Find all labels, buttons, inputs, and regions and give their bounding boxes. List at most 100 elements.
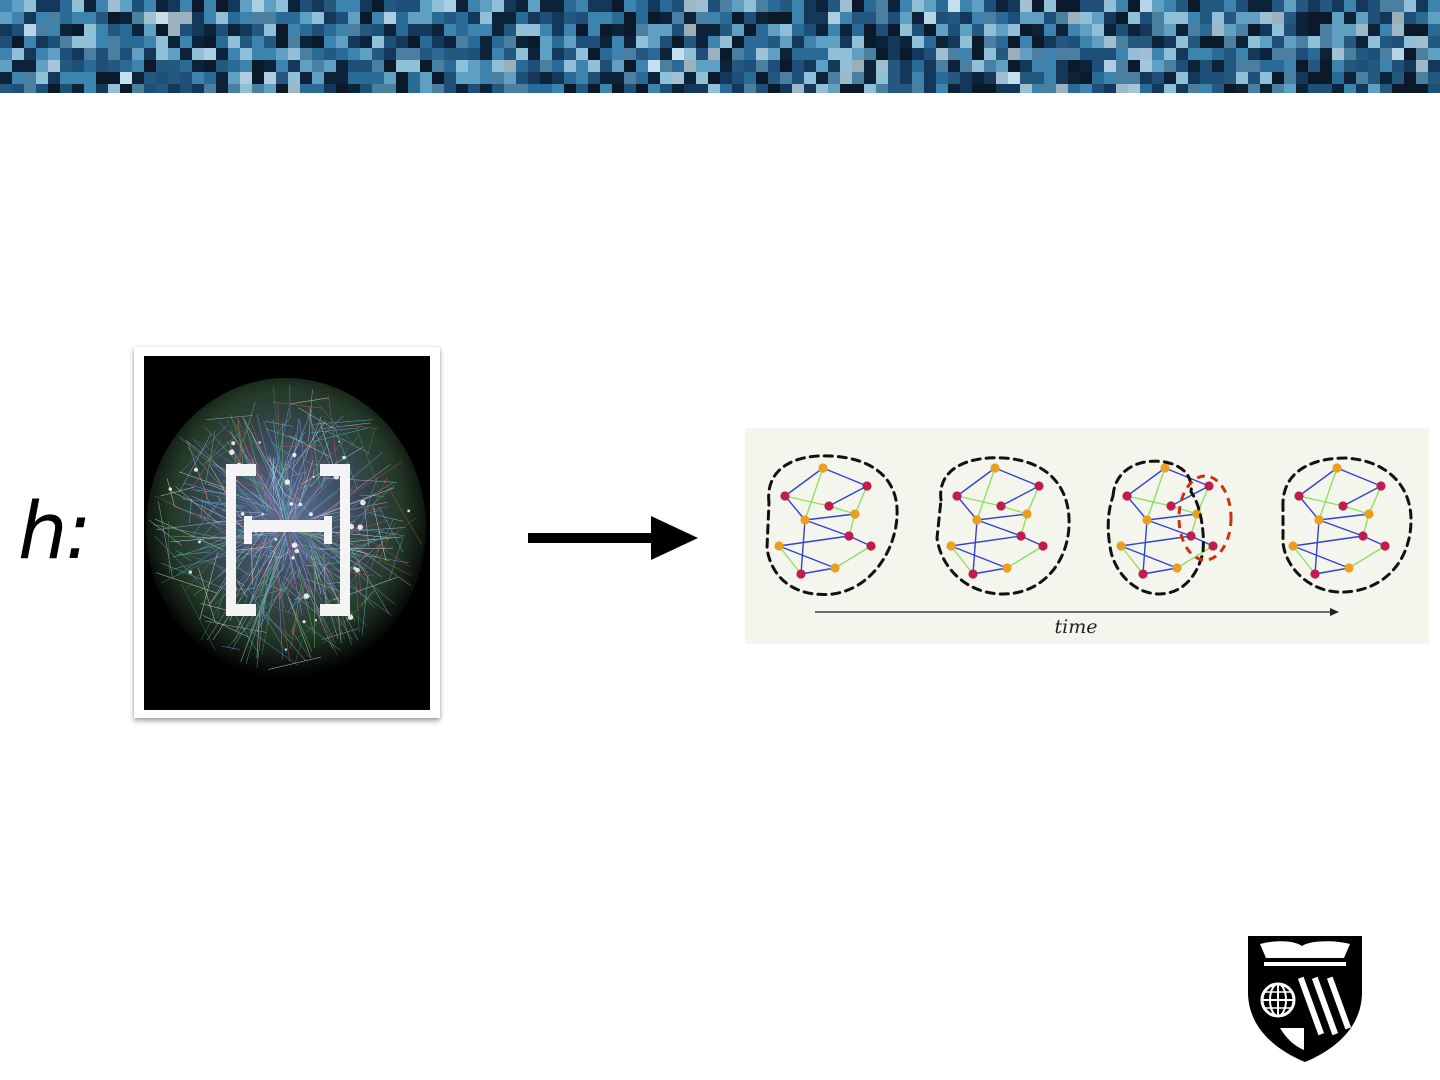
banner-tile <box>852 72 864 84</box>
banner-tile <box>372 0 384 12</box>
banner-highlight <box>1416 60 1428 72</box>
banner-highlight <box>1140 48 1152 60</box>
banner-tile <box>276 0 288 12</box>
banner-tile <box>840 48 852 60</box>
banner-tile <box>1044 72 1056 84</box>
network-hub <box>304 593 310 599</box>
banner-tile <box>720 72 732 84</box>
banner-tile <box>360 12 372 24</box>
banner-tile <box>300 24 312 36</box>
banner-tile <box>48 12 60 24</box>
banner-highlight <box>852 60 864 72</box>
banner-highlight <box>696 0 708 12</box>
banner-tile <box>180 36 192 48</box>
banner-highlight <box>384 12 396 24</box>
banner-tile <box>396 72 408 84</box>
banner-tile <box>900 0 912 12</box>
banner-tile <box>1164 24 1176 36</box>
banner-tile <box>1032 60 1044 72</box>
banner-tile <box>876 84 888 93</box>
banner-tile <box>744 72 756 84</box>
banner-tile <box>768 36 780 48</box>
banner-tile <box>1416 0 1428 12</box>
banner-tile <box>1212 48 1224 60</box>
banner-tile <box>312 12 324 24</box>
banner-tile <box>372 60 384 72</box>
banner-highlight <box>156 12 168 24</box>
banner-tile <box>480 24 492 36</box>
banner-tile <box>1308 72 1320 84</box>
banner-tile <box>168 84 180 93</box>
banner-tile <box>1296 60 1308 72</box>
banner-tile <box>744 36 756 48</box>
banner-tile <box>180 24 192 36</box>
banner-tile <box>948 72 960 84</box>
banner-tile <box>1008 12 1020 24</box>
banner-tile <box>252 12 264 24</box>
banner-tile <box>252 60 264 72</box>
banner-tile <box>1248 72 1260 84</box>
banner-tile <box>936 84 948 93</box>
banner-tile <box>600 48 612 60</box>
banner-tile <box>768 12 780 24</box>
banner-tile <box>1224 48 1236 60</box>
banner-tile <box>984 48 996 60</box>
banner-tile <box>900 12 912 24</box>
banner-highlight <box>1392 12 1404 24</box>
banner-tile <box>420 12 432 24</box>
banner-tile <box>1392 0 1404 12</box>
banner-tile <box>948 84 960 93</box>
banner-tile <box>1236 60 1248 72</box>
banner-tile <box>744 60 756 72</box>
banner-tile <box>384 24 396 36</box>
banner-tile <box>252 84 264 93</box>
banner-tile <box>1236 84 1248 93</box>
banner-tile <box>912 48 924 60</box>
community-node <box>1166 501 1175 510</box>
banner-highlight <box>252 0 264 12</box>
network-hub <box>291 556 294 559</box>
banner-tile <box>300 84 312 93</box>
banner-tile <box>1092 84 1104 93</box>
banner-tile <box>564 24 576 36</box>
banner-tile <box>948 12 960 24</box>
banner-tile <box>516 24 528 36</box>
community-dynamics-diagram <box>745 428 1429 644</box>
banner-tile <box>1272 24 1284 36</box>
banner-tile <box>336 84 348 93</box>
banner-tile <box>1368 48 1380 60</box>
banner-tile <box>1272 84 1284 93</box>
banner-tile <box>312 84 324 93</box>
banner-highlight <box>948 0 960 12</box>
banner-tile <box>120 24 132 36</box>
banner-tile <box>552 12 564 24</box>
banner-tile <box>288 36 300 48</box>
banner-tile <box>588 24 600 36</box>
banner-tile <box>72 24 84 36</box>
banner-tile <box>96 72 108 84</box>
banner-tile <box>636 84 648 93</box>
banner-tile <box>744 84 756 93</box>
banner-tile <box>204 60 216 72</box>
banner-tile <box>240 12 252 24</box>
banner-tile <box>696 72 708 84</box>
banner-tile <box>1284 24 1296 36</box>
banner-tile <box>552 60 564 72</box>
banner-tile <box>300 72 312 84</box>
banner-tile <box>240 36 252 48</box>
banner-tile <box>1092 48 1104 60</box>
banner-tile <box>1380 48 1392 60</box>
banner-tile <box>804 12 816 24</box>
banner-tile <box>1356 36 1368 48</box>
banner-tile <box>0 48 12 60</box>
banner-highlight <box>24 24 36 36</box>
banner-tile <box>864 72 876 84</box>
community-node <box>850 509 859 518</box>
banner-tile <box>48 48 60 60</box>
banner-tile <box>1404 60 1416 72</box>
banner-tile <box>924 36 936 48</box>
banner-tile <box>984 24 996 36</box>
banner-tile <box>1380 36 1392 48</box>
banner-tile <box>1128 12 1140 24</box>
banner-tile <box>12 36 24 48</box>
